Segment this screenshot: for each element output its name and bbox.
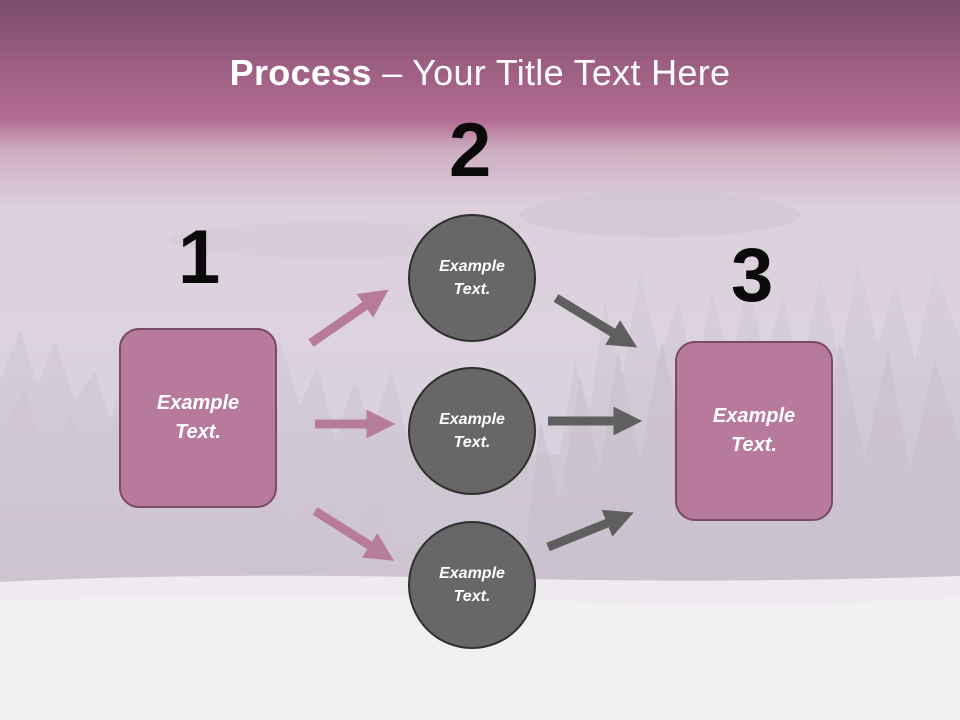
step-1-box: Example Text.	[119, 328, 277, 508]
step-3-label: Example Text.	[712, 405, 796, 456]
title-bold: Process	[229, 52, 372, 93]
circle-middle-label: Example Text.	[439, 411, 505, 451]
arrow-2a-to-3	[553, 294, 638, 348]
title-rest: – Your Title Text Here	[371, 52, 731, 93]
step-number-2: 2	[449, 108, 492, 193]
arrow-2c-to-3	[546, 509, 634, 552]
slide-title: Process – Your Title Text Here	[0, 52, 960, 94]
step-3-box: Example Text.	[675, 341, 833, 521]
step-2-circle-bottom: Example Text.	[408, 521, 536, 649]
step-2-circle-top: Example Text.	[408, 214, 536, 342]
circle-top-label: Example Text.	[439, 258, 505, 298]
circle-bottom-label: Example Text.	[439, 565, 505, 605]
step-1-label: Example Text.	[156, 392, 240, 443]
arrow-1-to-2a	[308, 289, 389, 347]
arrow-1-to-2c	[312, 507, 395, 561]
step-number-1: 1	[178, 215, 221, 300]
step-number-3: 3	[731, 233, 774, 318]
step-2-circle-middle: Example Text.	[408, 367, 536, 495]
